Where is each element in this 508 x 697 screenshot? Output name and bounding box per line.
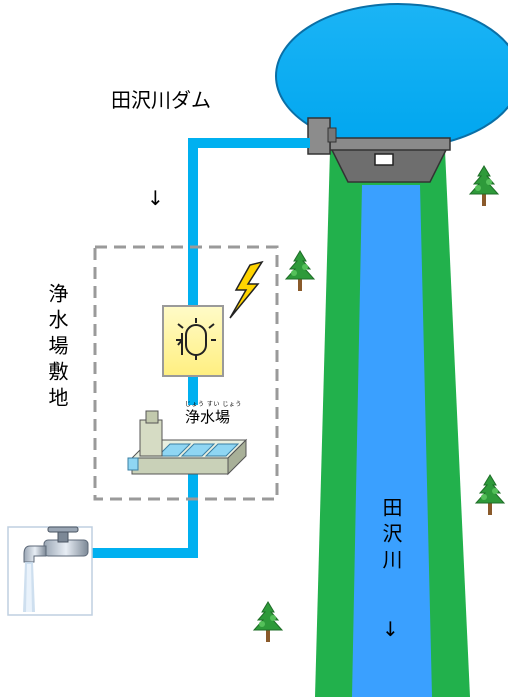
lightning-icon — [229, 260, 264, 319]
river-water — [352, 185, 432, 697]
tree-icon — [285, 250, 315, 292]
plant-label: 浄水場 — [185, 408, 231, 426]
river-label: 田沢川 — [379, 497, 403, 575]
pump-icon — [162, 305, 224, 377]
site-boundary — [93, 245, 279, 501]
tree-icon — [253, 601, 283, 643]
site-label: 浄水場敷地 — [45, 283, 69, 413]
river-arrow: ↓ — [382, 617, 399, 641]
intake-pipe — [188, 138, 310, 306]
flow-arrow: ↓ — [147, 186, 164, 210]
tree-icon — [469, 165, 499, 207]
dam-icon — [307, 117, 451, 183]
supply-pipe — [92, 468, 198, 558]
dam-label: 田沢川ダム — [111, 88, 211, 112]
faucet-icon — [7, 526, 93, 616]
plant-ruby: じょう すい じょう — [185, 401, 242, 408]
purification-plant-icon — [127, 410, 248, 476]
tree-icon — [475, 474, 505, 516]
